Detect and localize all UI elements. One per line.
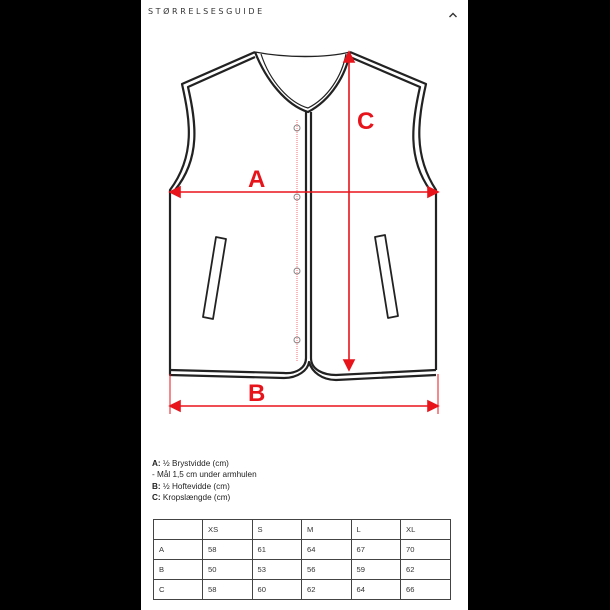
table-cell: 70	[400, 539, 451, 560]
table-cell: 66	[400, 579, 451, 600]
size-guide-title: STØRRELSESGUIDE	[148, 7, 265, 16]
table-cell: 64	[350, 579, 401, 600]
table-cell: 58	[202, 539, 253, 560]
table-cell: 56	[301, 559, 352, 580]
size-guide-panel: STØRRELSESGUIDE	[141, 0, 468, 610]
legend-item-a: A: ½ Brystvidde (cm)	[152, 459, 229, 468]
legend-item-c: C: Kropslængde (cm)	[152, 492, 231, 502]
header-cell: M	[301, 519, 352, 540]
table-cell: 64	[301, 539, 352, 560]
chevron-up-icon[interactable]	[447, 7, 459, 18]
table-cell: B	[153, 559, 203, 580]
table-cell: A	[153, 539, 203, 560]
table-cell: 58	[202, 579, 253, 600]
header-cell: XS	[202, 519, 253, 540]
size-guide-header[interactable]: STØRRELSESGUIDE	[141, 0, 468, 26]
table-row: A 58 61 64 67 70	[153, 539, 451, 560]
table-cell: 53	[251, 559, 302, 580]
measurement-legend: A: ½ Brystvidde (cm) - Mål 1,5 cm under …	[152, 458, 257, 503]
table-cell: 60	[251, 579, 302, 600]
table-cell: C	[153, 579, 203, 600]
table-cell: 61	[251, 539, 302, 560]
legend-item-b: B: ½ Hoftevidde (cm)	[152, 481, 230, 491]
table-cell: 62	[301, 579, 352, 600]
legend-item-a-note: - Mål 1,5 cm under armhulen	[152, 470, 257, 480]
table-cell: 59	[350, 559, 401, 580]
header-cell	[153, 519, 203, 540]
table-row: C 58 60 62 64 66	[153, 579, 451, 600]
label-a: A	[248, 166, 265, 193]
table-cell: 62	[400, 559, 451, 580]
label-b: B	[248, 380, 265, 407]
table-cell: 67	[350, 539, 401, 560]
table-row: B 50 53 56 59 62	[153, 559, 451, 580]
header-cell: L	[350, 519, 401, 540]
label-c: C	[357, 108, 374, 135]
header-cell: XL	[400, 519, 451, 540]
vest-measurement-diagram: A C B	[168, 50, 440, 414]
table-header-row: XS S M L XL	[153, 519, 451, 540]
table-cell: 50	[202, 559, 253, 580]
size-table: XS S M L XL A 58 61 64 67 70 B 50 53 56 …	[153, 519, 451, 600]
header-cell: S	[251, 519, 302, 540]
